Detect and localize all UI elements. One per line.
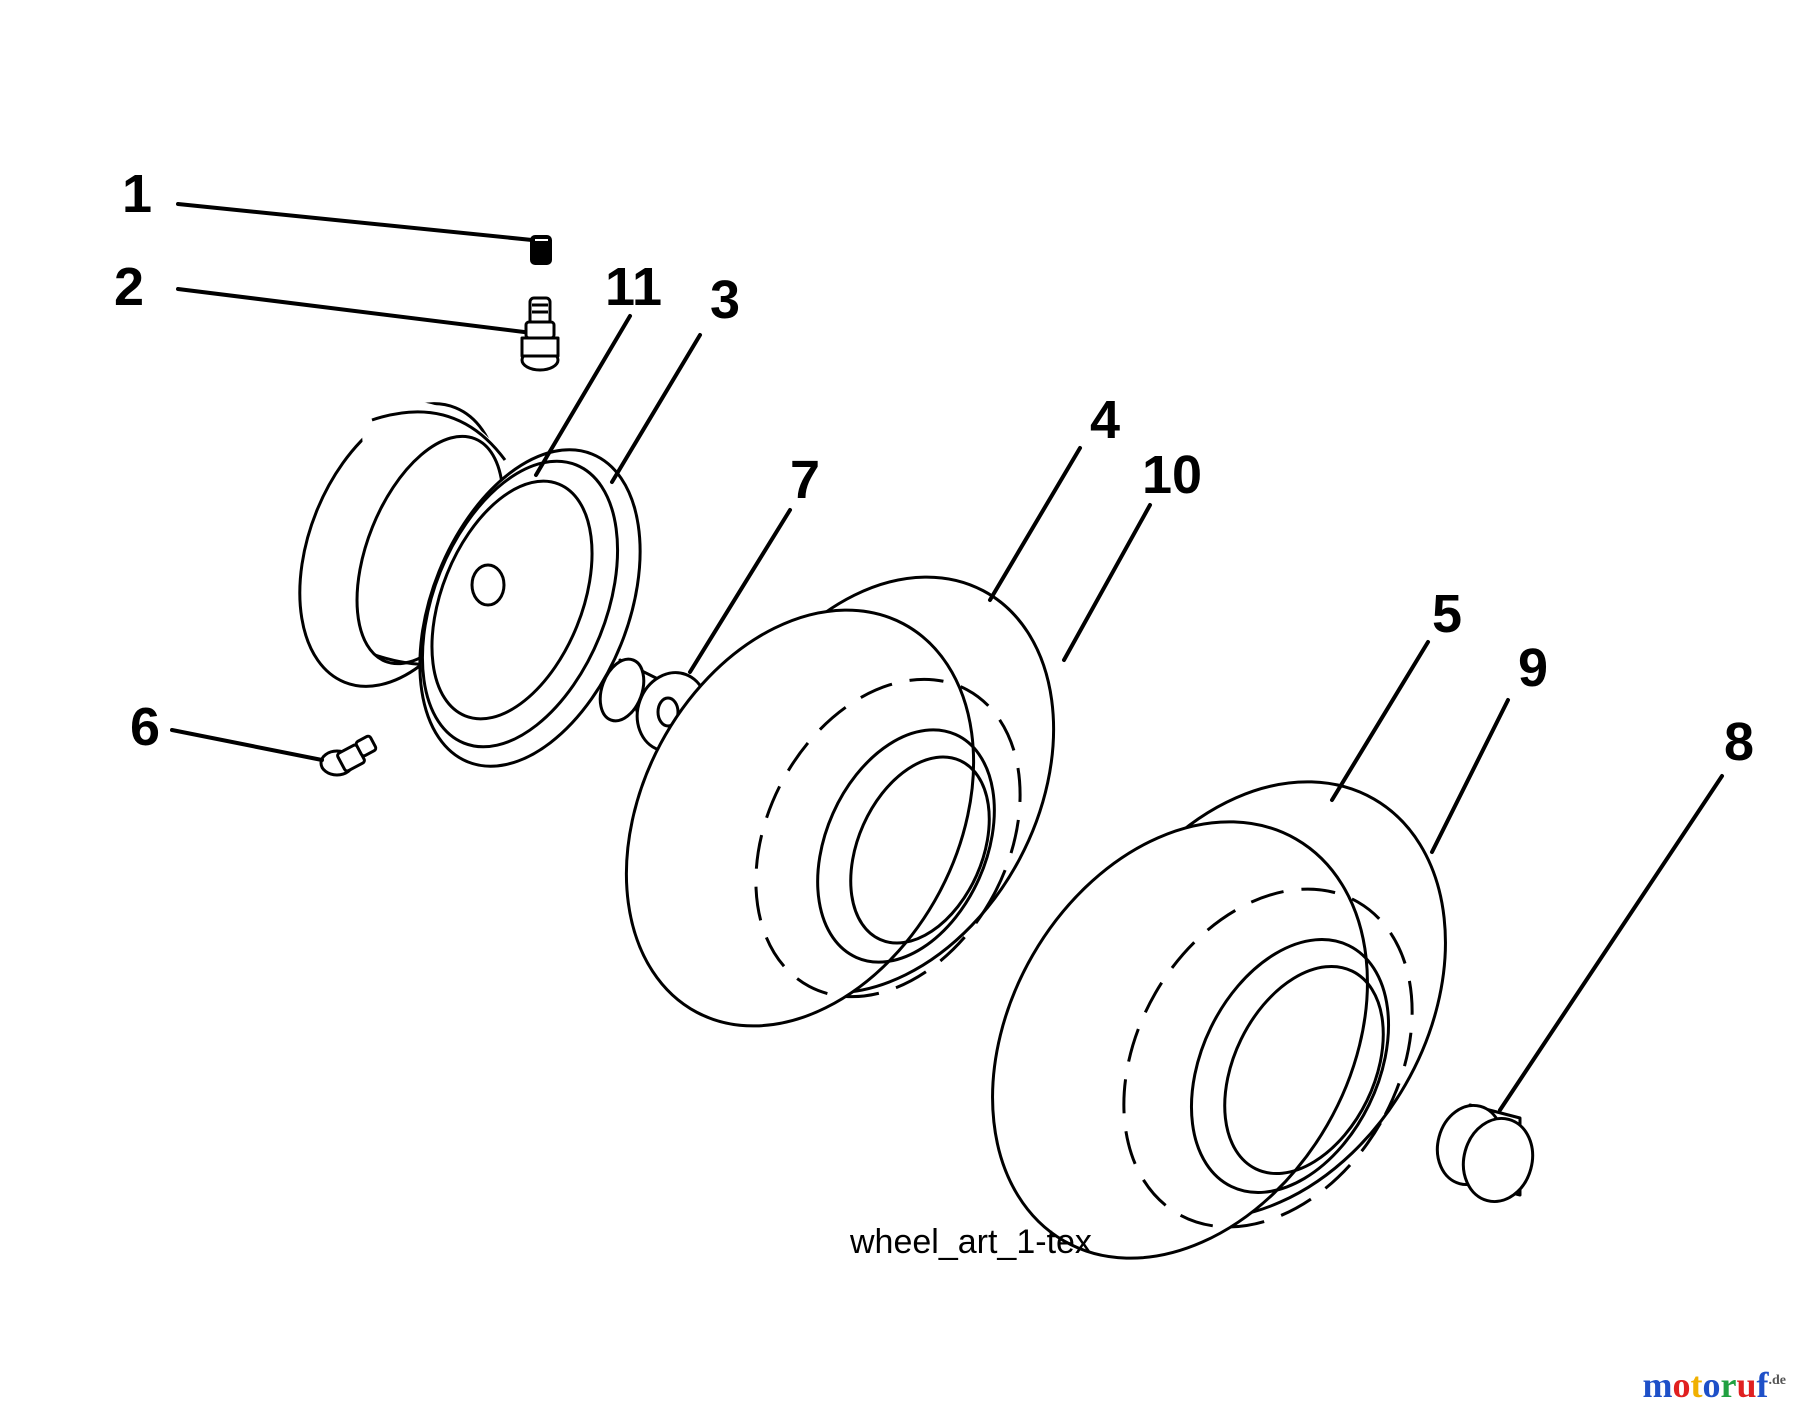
leader-4 bbox=[988, 446, 1082, 602]
callout-numbers: 1 2 11 3 6 7 4 10 5 9 8 bbox=[114, 164, 1754, 772]
logo-letter: u bbox=[1736, 1365, 1757, 1405]
rear-tire-part bbox=[991, 780, 1447, 1260]
leader-3 bbox=[610, 333, 702, 484]
logo-letter: t bbox=[1690, 1365, 1703, 1405]
logo-letter: m bbox=[1642, 1365, 1673, 1405]
grease-fitting-part bbox=[319, 734, 378, 777]
leader-7 bbox=[688, 508, 792, 674]
wheel-rim-part bbox=[298, 401, 642, 768]
leader-8 bbox=[1498, 774, 1724, 1112]
valve-stem-part bbox=[520, 296, 560, 372]
callout-11: 11 bbox=[605, 257, 662, 317]
callout-6: 6 bbox=[130, 697, 160, 757]
callout-10: 10 bbox=[1142, 445, 1202, 505]
logo-letter: f bbox=[1756, 1365, 1769, 1405]
leader-9 bbox=[1430, 698, 1510, 854]
logo-letter: r bbox=[1720, 1365, 1737, 1405]
leader-11 bbox=[534, 314, 632, 477]
diagram-caption: wheel_art_1-tex bbox=[849, 1223, 1092, 1261]
callout-2: 2 bbox=[114, 257, 144, 317]
callout-3: 3 bbox=[710, 270, 740, 330]
valve-cap-part bbox=[530, 235, 552, 265]
logo-letter: o bbox=[1702, 1365, 1721, 1405]
front-tire-part bbox=[624, 575, 1056, 1028]
callout-4: 4 bbox=[1090, 390, 1120, 450]
leader-6 bbox=[170, 728, 324, 762]
motoruf-logo: motoruf.de bbox=[1642, 1364, 1786, 1406]
leader-10 bbox=[1062, 503, 1152, 662]
callout-5: 5 bbox=[1432, 584, 1462, 644]
leader-lines bbox=[170, 202, 1724, 1112]
callout-8: 8 bbox=[1724, 712, 1754, 772]
callout-1: 1 bbox=[122, 164, 152, 224]
leader-1 bbox=[176, 202, 534, 242]
leader-2 bbox=[176, 287, 526, 334]
logo-tld: .de bbox=[1768, 1373, 1787, 1388]
hub-cap-part bbox=[1435, 1103, 1535, 1204]
callout-7: 7 bbox=[790, 450, 820, 510]
logo-letter: o bbox=[1672, 1365, 1691, 1405]
leader-5 bbox=[1330, 640, 1430, 802]
callout-9: 9 bbox=[1518, 638, 1548, 698]
